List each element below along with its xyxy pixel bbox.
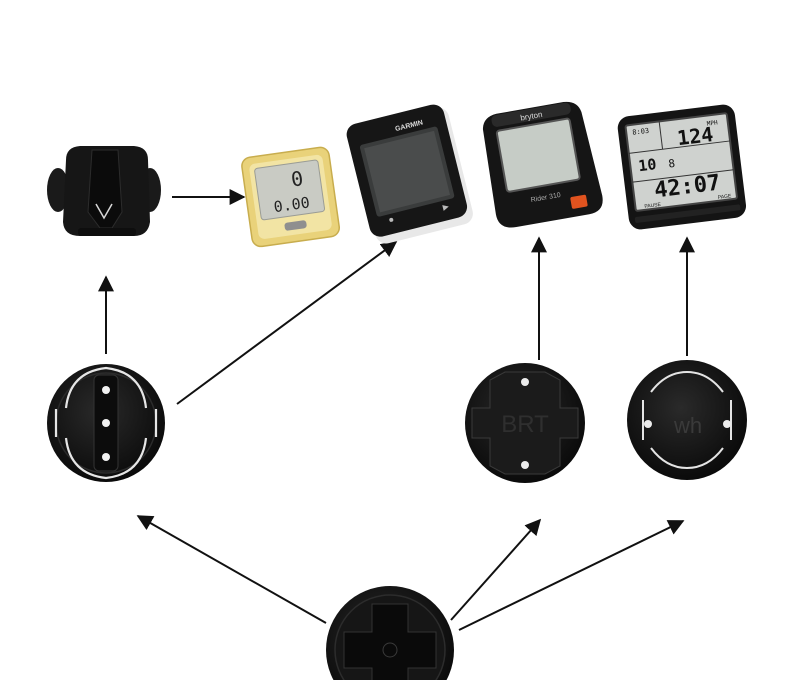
arrow-adapter-to-garmin — [176, 241, 398, 405]
cateye-computer: 0 0.00 — [241, 146, 340, 248]
base-mount — [326, 586, 454, 680]
cateye-top-reading: 0 — [289, 166, 304, 191]
cateye-bottom-reading: 0.00 — [273, 193, 311, 216]
arrows — [98, 189, 695, 631]
garmin-edge: GARMIN — [346, 104, 473, 244]
brt-logo: BRT — [501, 411, 549, 438]
arrow-base-to-wahoo — [458, 520, 685, 631]
arrow-base-to-brt — [450, 518, 542, 621]
brt-mount-disc: BRT — [465, 363, 585, 483]
elemnt-pause-label: PAUSE — [644, 202, 662, 210]
cateye-bracket — [47, 146, 161, 236]
wahoo-logo: wh — [673, 413, 702, 438]
garmin-cateye-adapter-disc — [47, 364, 165, 482]
bryton-rider-310: bryton Rider 310 — [482, 101, 603, 228]
elemnt-speed: 124 — [676, 122, 715, 150]
elemnt-small-speed: 10 — [637, 155, 657, 175]
elemnt-unit: MPH — [706, 119, 718, 127]
wahoo-mount-disc: wh — [627, 360, 747, 480]
elemnt-page-label: PAGE — [718, 193, 733, 201]
arrow-base-to-adapter — [136, 515, 327, 624]
elemnt-clock: 8:03 — [632, 127, 650, 137]
elemnt-sub-digit: 8 — [668, 157, 676, 171]
bryton-brand: bryton — [520, 110, 543, 123]
wahoo-elemnt: 8:03 MPH 124 10 8 42:07 PAUSE PAGE ELEMN… — [617, 104, 747, 230]
